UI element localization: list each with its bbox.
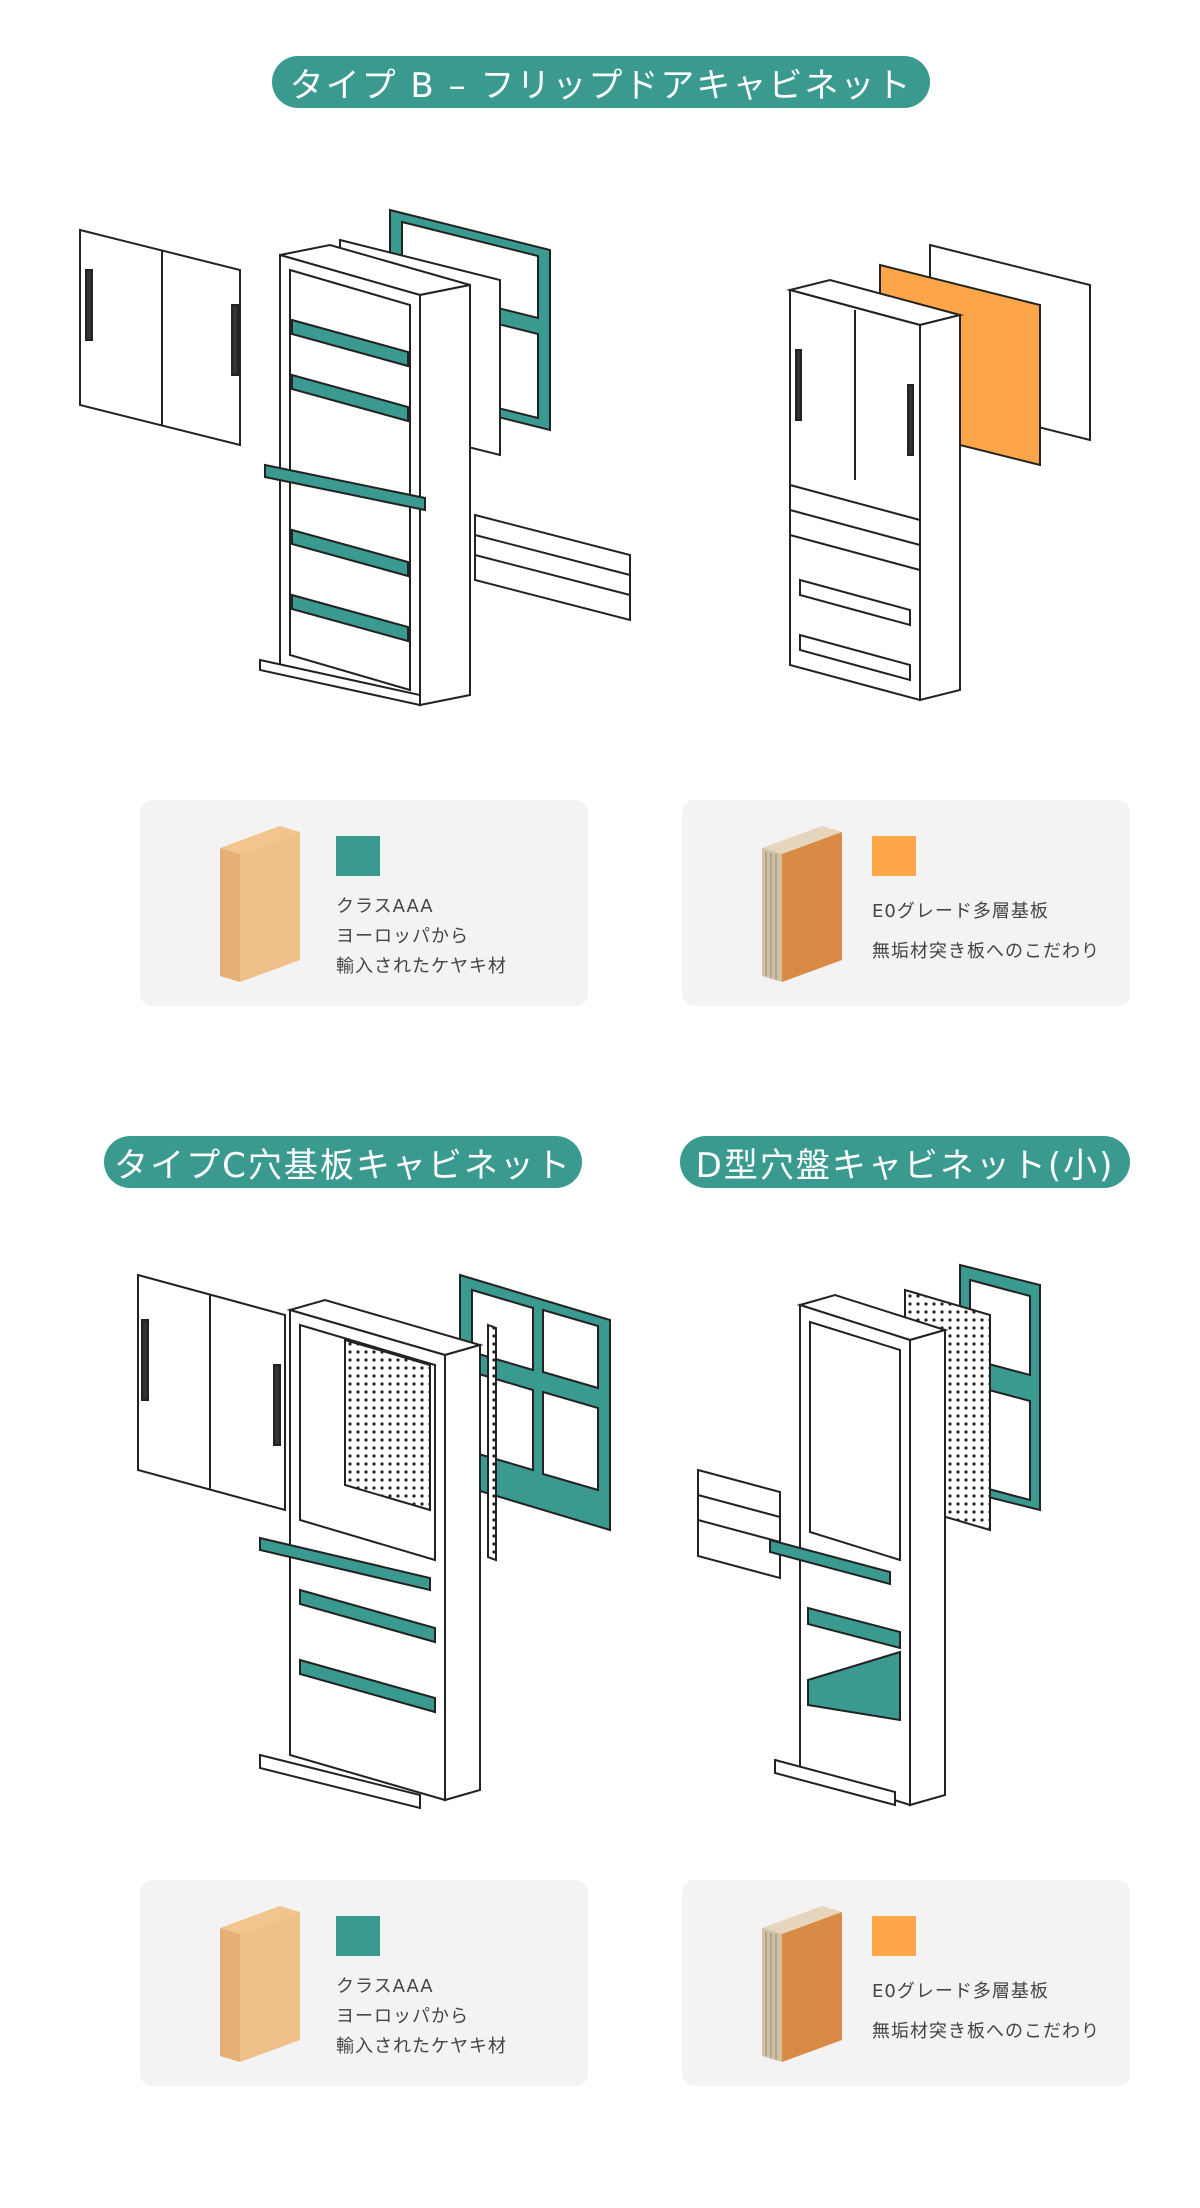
solid-wood-board-icon (220, 826, 300, 982)
legend-line: E0グレード多層基板 (872, 1981, 1049, 2002)
legend-line: ヨーロッパから (336, 2006, 469, 2027)
legend-orange-text: E0グレード多層基板 無垢材突き板へのこだわり (872, 1972, 1100, 2052)
legend-line: 輸入されたケヤキ材 (336, 956, 507, 977)
legend-card-teal-bottom: クラスAAA ヨーロッパから 輸入されたケヤキ材 (140, 1880, 588, 2086)
legend-teal-text: クラスAAA ヨーロッパから 輸入されたケヤキ材 (336, 1972, 507, 2062)
legend-line: 無垢材突き板へのこだわり (872, 2021, 1100, 2042)
legend-line: ヨーロッパから (336, 926, 469, 947)
cabinet-c-exploded-illustration (137, 1273, 611, 1810)
cabinet-b-assembled-illustration (786, 243, 1091, 702)
section-d-title-text: D型穴盤キャビネット(小) (695, 1145, 1115, 1186)
legend-card-teal-top: クラスAAA ヨーロッパから 輸入されたケヤキ材 (140, 800, 588, 1006)
section-c-title: タイプC穴基板キャビネット (104, 1136, 582, 1188)
plywood-board-icon (762, 1906, 842, 2062)
teal-swatch (336, 836, 380, 876)
plywood-board-icon (762, 826, 842, 982)
legend-orange-text: E0グレード多層基板 無垢材突き板へのこだわり (872, 892, 1100, 972)
section-d-title: D型穴盤キャビネット(小) (680, 1136, 1130, 1188)
legend-line: クラスAAA (336, 896, 434, 917)
section-b-title-text: タイプ B – フリップドアキャビネット (289, 65, 913, 106)
legend-card-orange-bottom: E0グレード多層基板 無垢材突き板へのこだわり (682, 1880, 1130, 2086)
cabinet-b-exploded-illustration (79, 208, 631, 707)
orange-swatch (872, 836, 916, 876)
legend-line: クラスAAA (336, 1976, 434, 1997)
cabinet-d-exploded-illustration (697, 1263, 1041, 1807)
legend-teal-text: クラスAAA ヨーロッパから 輸入されたケヤキ材 (336, 892, 507, 982)
legend-line: E0グレード多層基板 (872, 901, 1049, 922)
solid-wood-board-icon (220, 1906, 300, 2062)
legend-card-orange-top: E0グレード多層基板 無垢材突き板へのこだわり (682, 800, 1130, 1006)
section-b-title: タイプ B – フリップドアキャビネット (272, 56, 930, 108)
legend-line: 無垢材突き板へのこだわり (872, 941, 1100, 962)
teal-swatch (336, 1916, 380, 1956)
legend-line: 輸入されたケヤキ材 (336, 2036, 507, 2057)
section-c-title-text: タイプC穴基板キャビネット (114, 1145, 572, 1186)
orange-swatch (872, 1916, 916, 1956)
